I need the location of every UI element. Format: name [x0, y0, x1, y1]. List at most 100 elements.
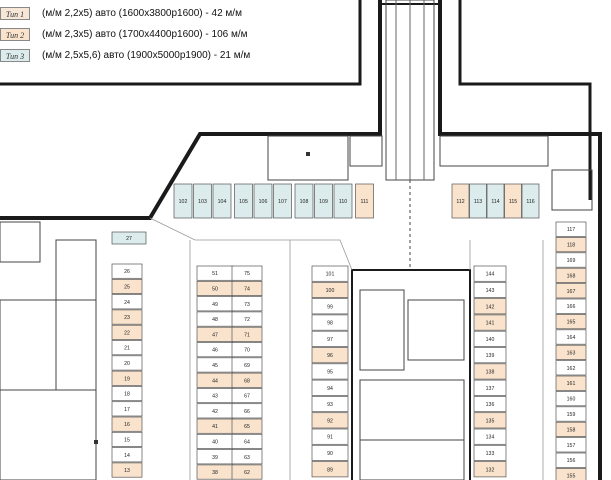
parking-spot-27[interactable]: 27	[111, 231, 147, 245]
parking-spot-74[interactable]: 74	[231, 280, 263, 296]
parking-spot-95[interactable]: 95	[311, 363, 349, 380]
parking-spot-50[interactable]: 50	[196, 280, 234, 296]
parking-spot-26[interactable]: 26	[111, 263, 143, 279]
parking-spot-47[interactable]: 47	[196, 326, 234, 342]
parking-spot-138[interactable]: 138	[473, 363, 507, 380]
parking-spot-51[interactable]: 51	[196, 265, 234, 281]
parking-spot-98[interactable]: 98	[311, 314, 349, 331]
parking-spot-139[interactable]: 139	[473, 347, 507, 364]
parking-spot-25[interactable]: 25	[111, 278, 143, 294]
parking-spot-114[interactable]: 114	[486, 183, 505, 219]
parking-spot-38[interactable]: 38	[196, 464, 234, 480]
parking-spot-92[interactable]: 92	[311, 412, 349, 429]
parking-spot-66[interactable]: 66	[231, 403, 263, 419]
parking-spot-72[interactable]: 72	[231, 311, 263, 327]
parking-spot-100[interactable]: 100	[311, 281, 349, 298]
parking-spot-157[interactable]: 157	[555, 437, 587, 453]
parking-spot-44[interactable]: 44	[196, 372, 234, 388]
parking-spot-70[interactable]: 70	[231, 342, 263, 358]
parking-spot-164[interactable]: 164	[555, 329, 587, 345]
parking-spot-42[interactable]: 42	[196, 403, 234, 419]
parking-spot-156[interactable]: 156	[555, 452, 587, 468]
parking-spot-75[interactable]: 75	[231, 265, 263, 281]
parking-spot-140[interactable]: 140	[473, 330, 507, 347]
parking-spot-160[interactable]: 160	[555, 391, 587, 407]
parking-spot-64[interactable]: 64	[231, 433, 263, 449]
parking-spot-141[interactable]: 141	[473, 314, 507, 331]
parking-spot-166[interactable]: 166	[555, 298, 587, 314]
parking-spot-135[interactable]: 135	[473, 412, 507, 429]
parking-spot-63[interactable]: 63	[231, 449, 263, 465]
parking-spot-158[interactable]: 158	[555, 421, 587, 437]
parking-spot-13[interactable]: 13	[111, 462, 143, 478]
parking-spot-142[interactable]: 142	[473, 298, 507, 315]
parking-spot-91[interactable]: 91	[311, 428, 349, 445]
parking-spot-168[interactable]: 168	[555, 267, 587, 283]
parking-spot-102[interactable]: 102	[173, 183, 193, 219]
parking-spot-97[interactable]: 97	[311, 330, 349, 347]
parking-spot-67[interactable]: 67	[231, 388, 263, 404]
parking-spot-159[interactable]: 159	[555, 406, 587, 422]
parking-spot-167[interactable]: 167	[555, 283, 587, 299]
parking-spot-107[interactable]: 107	[273, 183, 292, 219]
parking-spot-49[interactable]: 49	[196, 296, 234, 312]
parking-spot-112[interactable]: 112	[451, 183, 470, 219]
parking-spot-65[interactable]: 65	[231, 418, 263, 434]
parking-spot-43[interactable]: 43	[196, 388, 234, 404]
parking-spot-155[interactable]: 155	[555, 468, 587, 480]
parking-spot-73[interactable]: 73	[231, 296, 263, 312]
parking-spot-93[interactable]: 93	[311, 396, 349, 413]
parking-spot-96[interactable]: 96	[311, 347, 349, 364]
parking-spot-115[interactable]: 115	[504, 183, 522, 219]
parking-spot-62[interactable]: 62	[231, 464, 263, 480]
parking-spot-162[interactable]: 162	[555, 360, 587, 376]
parking-spot-104[interactable]: 104	[212, 183, 232, 219]
parking-spot-165[interactable]: 165	[555, 314, 587, 330]
parking-spot-103[interactable]: 103	[193, 183, 212, 219]
parking-spot-20[interactable]: 20	[111, 355, 143, 371]
parking-spot-163[interactable]: 163	[555, 344, 587, 360]
parking-spot-116[interactable]: 116	[521, 183, 540, 219]
parking-spot-68[interactable]: 68	[231, 372, 263, 388]
parking-spot-134[interactable]: 134	[473, 428, 507, 445]
parking-spot-137[interactable]: 137	[473, 379, 507, 396]
parking-spot-133[interactable]: 133	[473, 444, 507, 461]
parking-spot-113[interactable]: 113	[469, 183, 487, 219]
parking-spot-16[interactable]: 16	[111, 416, 143, 432]
parking-spot-136[interactable]: 136	[473, 396, 507, 413]
parking-spot-48[interactable]: 48	[196, 311, 234, 327]
parking-spot-69[interactable]: 69	[231, 357, 263, 373]
parking-spot-39[interactable]: 39	[196, 449, 234, 465]
parking-spot-17[interactable]: 17	[111, 401, 143, 417]
parking-spot-109[interactable]: 109	[314, 183, 333, 219]
parking-spot-106[interactable]: 106	[253, 183, 273, 219]
parking-spot-144[interactable]: 144	[473, 265, 507, 282]
parking-spot-110[interactable]: 110	[333, 183, 353, 219]
parking-spot-111[interactable]: 111	[355, 183, 374, 219]
parking-spot-90[interactable]: 90	[311, 444, 349, 461]
parking-spot-105[interactable]: 105	[234, 183, 253, 219]
parking-spot-71[interactable]: 71	[231, 326, 263, 342]
parking-spot-23[interactable]: 23	[111, 309, 143, 325]
parking-spot-101[interactable]: 101	[311, 265, 349, 282]
parking-spot-22[interactable]: 22	[111, 324, 143, 340]
parking-spot-18[interactable]: 18	[111, 386, 143, 402]
parking-spot-89[interactable]: 89	[311, 461, 349, 478]
parking-spot-99[interactable]: 99	[311, 298, 349, 315]
parking-spot-14[interactable]: 14	[111, 447, 143, 463]
parking-spot-143[interactable]: 143	[473, 281, 507, 298]
parking-spot-46[interactable]: 46	[196, 342, 234, 358]
parking-spot-108[interactable]: 108	[294, 183, 314, 219]
parking-spot-161[interactable]: 161	[555, 375, 587, 391]
parking-spot-40[interactable]: 40	[196, 433, 234, 449]
parking-spot-15[interactable]: 15	[111, 431, 143, 447]
parking-spot-21[interactable]: 21	[111, 340, 143, 356]
parking-spot-132[interactable]: 132	[473, 461, 507, 478]
parking-spot-94[interactable]: 94	[311, 379, 349, 396]
parking-spot-118[interactable]: 118	[555, 237, 587, 253]
parking-spot-117[interactable]: 117	[555, 221, 587, 237]
parking-spot-45[interactable]: 45	[196, 357, 234, 373]
parking-spot-24[interactable]: 24	[111, 294, 143, 310]
parking-spot-41[interactable]: 41	[196, 418, 234, 434]
parking-spot-169[interactable]: 169	[555, 252, 587, 268]
